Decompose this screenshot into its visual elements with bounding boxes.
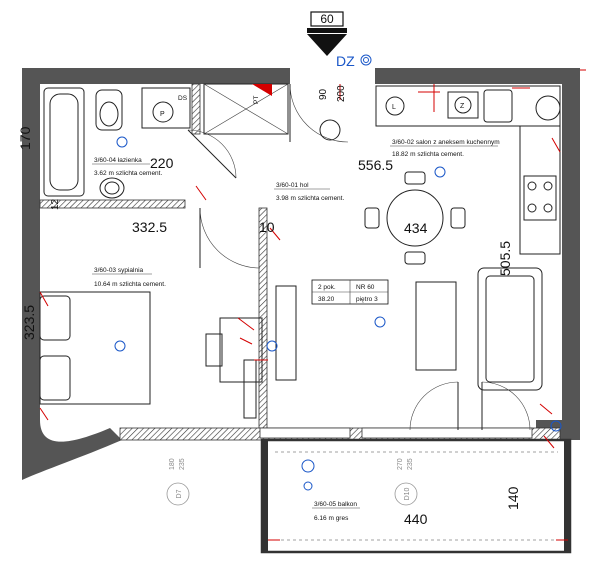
shaft: PT — [203, 83, 289, 135]
dimensions: 170 220 556.5 332.5 10 434 505.5 323.5 4… — [17, 85, 521, 527]
room-label-balcony: 3/60-05 balkon 6.16 m gres — [312, 501, 360, 522]
boiler-box — [141, 87, 191, 129]
dim-505: 505.5 — [497, 241, 513, 276]
svg-text:3/60-04 łazienka: 3/60-04 łazienka — [94, 157, 142, 164]
apartment-info-box: 2 pok. NR 60 38.20 piętro 3 — [311, 279, 389, 305]
east-wall — [562, 68, 580, 438]
cooktop — [523, 175, 557, 221]
svg-text:180: 180 — [169, 458, 176, 470]
room-labels: 3/60-04 łazienka 3.62 m szlichta cement.… — [92, 139, 500, 522]
section-marker: 60 DZ — [307, 11, 355, 69]
dim-90: 90 — [318, 88, 329, 100]
partitions — [39, 83, 561, 441]
svg-text:18.82 m szlichta cement.: 18.82 m szlichta cement. — [392, 151, 464, 158]
svg-text:3/60-02 salon z aneksem kuchen: 3/60-02 salon z aneksem kuchennym — [392, 139, 500, 146]
dim-220: 220 — [150, 155, 174, 171]
svg-text:6.16 m gres: 6.16 m gres — [314, 515, 349, 522]
wardrobe — [275, 285, 297, 381]
svg-text:235: 235 — [407, 458, 414, 470]
svg-text:P: P — [160, 111, 165, 118]
svg-text:D10: D10 — [404, 487, 411, 500]
dim-434: 434 — [404, 220, 428, 236]
svg-text:10.64 m szlichta cement.: 10.64 m szlichta cement. — [94, 281, 166, 288]
svg-text:3/60-03 sypialnia: 3/60-03 sypialnia — [94, 267, 144, 274]
bedroom-door-swing — [199, 207, 261, 269]
washbasin — [99, 177, 125, 199]
hall-bedroom-partition — [258, 207, 268, 431]
entrance-door — [289, 83, 349, 143]
appliance-circle — [535, 95, 561, 121]
svg-text:3.62 m szlichta cement.: 3.62 m szlichta cement. — [94, 170, 162, 177]
dim-140: 140 — [505, 486, 521, 510]
room-label-hall: 3/60-01 hol 3.98 m szlichta cement. — [274, 182, 344, 202]
column-circle — [319, 119, 341, 141]
fridge-l — [385, 96, 405, 116]
svg-text:235: 235 — [179, 458, 186, 470]
bathroom-bedroom-partition — [39, 199, 186, 209]
svg-text:3.98 m szlichta cement.: 3.98 m szlichta cement. — [276, 195, 344, 202]
coffee-table — [415, 281, 457, 371]
svg-text:L: L — [392, 104, 396, 111]
blue-symbols — [114, 54, 562, 491]
svg-text:3/60-05 balkon: 3/60-05 balkon — [314, 501, 357, 508]
dim-556: 556.5 — [358, 157, 393, 173]
living-furniture — [364, 171, 543, 431]
room-label-bedroom: 3/60-03 sypialnia 10.64 m szlichta cemen… — [92, 267, 166, 288]
svg-text:2 pok.: 2 pok. — [318, 284, 336, 291]
appliance-letters: L Z P DS — [160, 95, 465, 118]
dining-table — [386, 189, 444, 247]
kitchen — [375, 85, 561, 255]
svg-text:270: 270 — [397, 458, 404, 470]
balcony-door-right — [481, 381, 531, 431]
bathroom-door-swing — [187, 129, 237, 179]
svg-text:piętro 3: piętro 3 — [356, 296, 378, 303]
svg-text:38.20: 38.20 — [318, 296, 335, 303]
balcony-markers: D7 D10 180 235 270 235 — [166, 458, 418, 506]
north-wall-left — [22, 68, 290, 84]
toilet — [95, 89, 123, 131]
dim-440: 440 — [404, 511, 428, 527]
room-label-bathroom: 3/60-04 łazienka 3.62 m szlichta cement. — [92, 157, 162, 177]
dim-200: 200 — [336, 85, 347, 102]
dim-323: 323.5 — [21, 305, 37, 340]
dim-170: 170 — [17, 126, 33, 150]
bed — [39, 291, 151, 405]
bathroom-fixtures — [43, 87, 237, 199]
pt-label: PT — [253, 96, 260, 104]
sink — [483, 89, 513, 123]
bathroom-hall-partition — [191, 83, 201, 135]
north-wall-right — [375, 68, 580, 84]
electrical-symbols — [39, 69, 586, 541]
bathtub — [43, 87, 85, 197]
svg-text:D7: D7 — [176, 489, 183, 498]
desk — [219, 317, 263, 383]
svg-text:NR 60: NR 60 — [356, 284, 375, 291]
dishwasher-z — [454, 96, 472, 114]
sofa — [477, 267, 543, 391]
curved-bay-wall — [22, 420, 122, 480]
svg-text:Z: Z — [460, 103, 465, 110]
balcony-door-left — [409, 381, 459, 431]
balcony — [260, 438, 572, 554]
svg-text:3/60-01 hol: 3/60-01 hol — [276, 182, 309, 189]
bedroom-furniture — [39, 207, 297, 419]
dim-10: 10 — [259, 219, 275, 235]
marker-number: 60 — [320, 12, 334, 26]
west-wall — [22, 68, 40, 465]
room-label-living: 3/60-02 salon z aneksem kuchennym 18.82 … — [390, 139, 500, 158]
dz-label: DZ — [336, 53, 355, 69]
svg-text:DS: DS — [178, 95, 188, 102]
kitchen-counter-side — [519, 125, 561, 255]
outer-walls — [22, 68, 580, 480]
dim-12: 12 — [50, 198, 61, 210]
dim-332: 332.5 — [132, 219, 167, 235]
